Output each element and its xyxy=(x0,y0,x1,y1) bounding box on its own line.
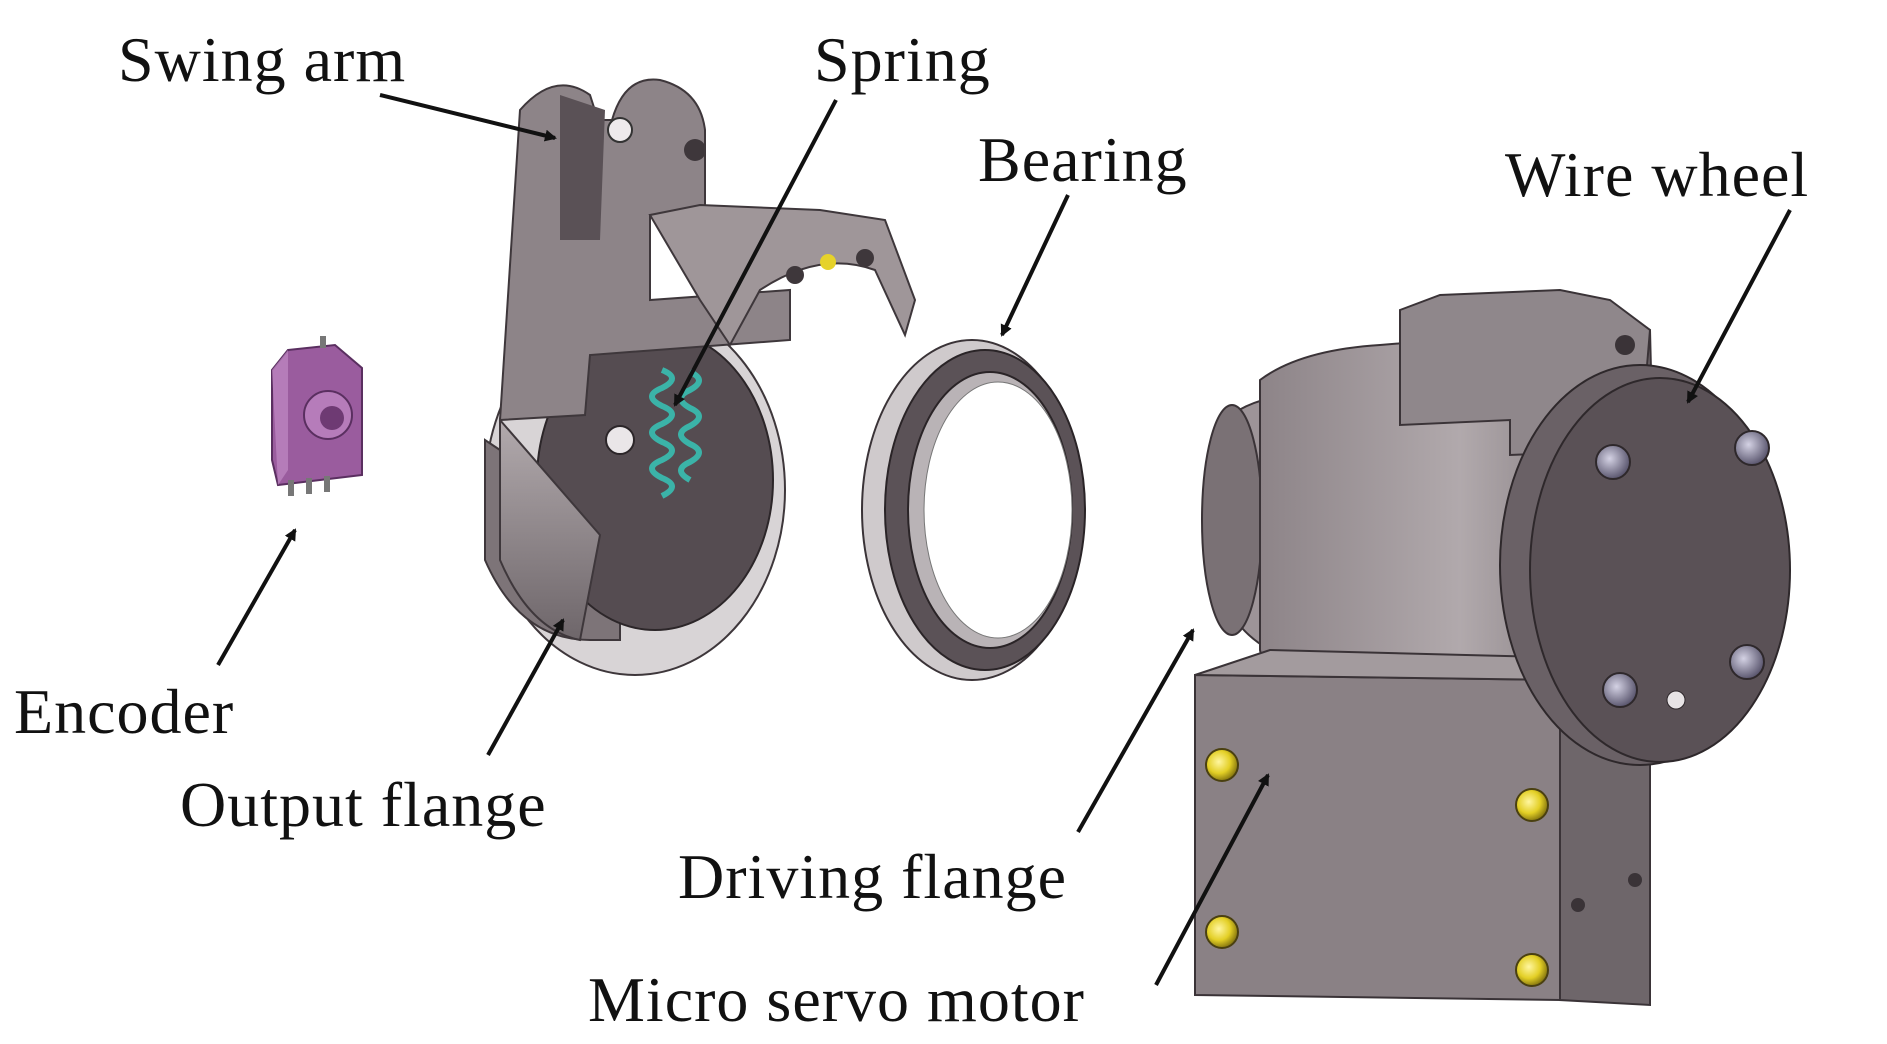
spring-part xyxy=(649,367,702,499)
arrow-bearing xyxy=(1000,194,1070,337)
arrow-encoder xyxy=(216,528,297,666)
label-micro-servo-motor: Micro servo motor xyxy=(588,964,1085,1035)
arrow-driving-flange xyxy=(1076,628,1195,833)
label-spring: Spring xyxy=(814,24,991,95)
arrow-swing-arm xyxy=(379,93,557,142)
arrow-output-flange xyxy=(486,618,565,756)
label-wire-wheel: Wire wheel xyxy=(1505,139,1810,210)
label-output-flange: Output flange xyxy=(180,769,547,840)
bearing-part xyxy=(861,339,1086,681)
arrow-micro-servo-motor xyxy=(1154,773,1270,986)
swing-arm-output-flange-part xyxy=(484,78,917,676)
label-encoder: Encoder xyxy=(14,676,235,747)
arrow-wire-wheel xyxy=(1686,209,1792,404)
encoder-part xyxy=(271,336,363,496)
leader-arrows xyxy=(216,93,1792,986)
label-bearing: Bearing xyxy=(978,124,1188,195)
label-swing-arm: Swing arm xyxy=(118,24,407,95)
servo-assembly-part xyxy=(1194,288,1791,1007)
label-driving-flange: Driving flange xyxy=(678,841,1067,912)
arrow-spring xyxy=(673,99,838,407)
